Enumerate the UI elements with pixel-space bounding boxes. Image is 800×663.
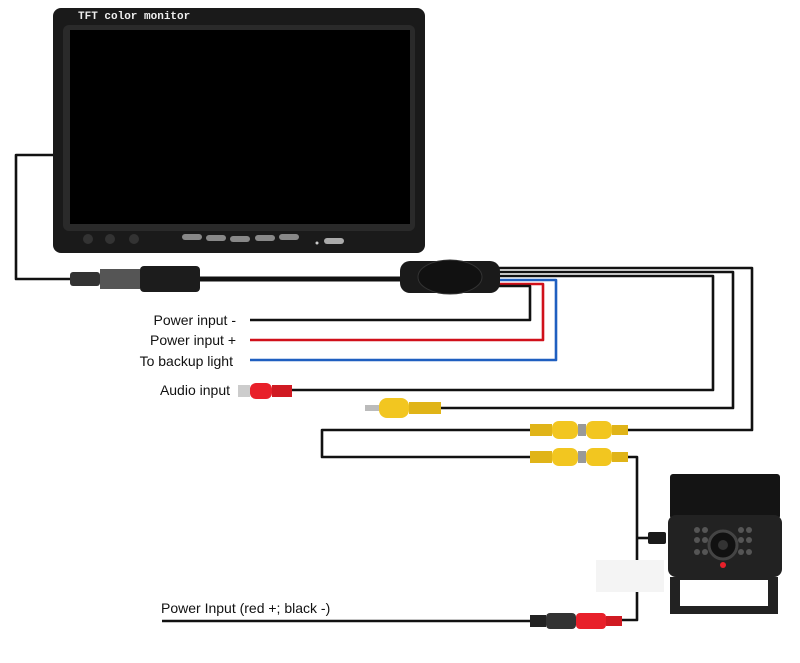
tft-monitor: TFT color monitor xyxy=(53,8,425,253)
power-dc-connector xyxy=(530,613,622,629)
audio-rca-connector xyxy=(238,383,292,399)
wire-audio xyxy=(292,274,715,392)
wire-power-minus xyxy=(250,284,532,322)
label-power-minus: Power input - xyxy=(154,312,237,328)
label-audio-input: Audio input xyxy=(160,382,230,398)
backup-camera xyxy=(668,474,782,614)
wire-video-in xyxy=(440,270,735,410)
video-rca-plug xyxy=(365,398,441,418)
camera-plug xyxy=(648,532,666,544)
camera-cable xyxy=(620,455,639,622)
label-power-input-camera: Power Input (red +; black -) xyxy=(161,600,330,616)
extension-cable-loop xyxy=(320,428,532,459)
monitor-cable xyxy=(14,153,70,281)
cable-hub xyxy=(400,259,500,295)
wire-backup-light xyxy=(250,278,558,362)
rca-coupler-top xyxy=(530,421,628,439)
label-backup-light: To backup light xyxy=(140,353,234,369)
monitor-buttons xyxy=(83,234,344,245)
monitor-title: TFT color monitor xyxy=(78,11,190,23)
rca-coupler-bottom xyxy=(530,448,628,466)
label-power-plus: Power input + xyxy=(150,332,236,348)
wire-power-plus xyxy=(250,282,545,342)
watermark xyxy=(596,560,664,592)
aviation-connector xyxy=(70,266,200,292)
wire-video-out xyxy=(490,266,754,432)
